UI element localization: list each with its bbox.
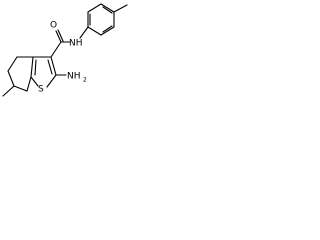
oxygen-atom-label: O bbox=[50, 21, 57, 31]
amino-atom-label: NH bbox=[67, 72, 81, 82]
sulfur-atom-label: S bbox=[38, 85, 44, 95]
amide-nh-atom-label: NH bbox=[69, 39, 83, 49]
bond-lines bbox=[2, 3, 128, 97]
chemical-structure-diagram: O NH NH 2 S bbox=[2, 3, 128, 97]
amino-subscript-label: 2 bbox=[83, 77, 87, 84]
